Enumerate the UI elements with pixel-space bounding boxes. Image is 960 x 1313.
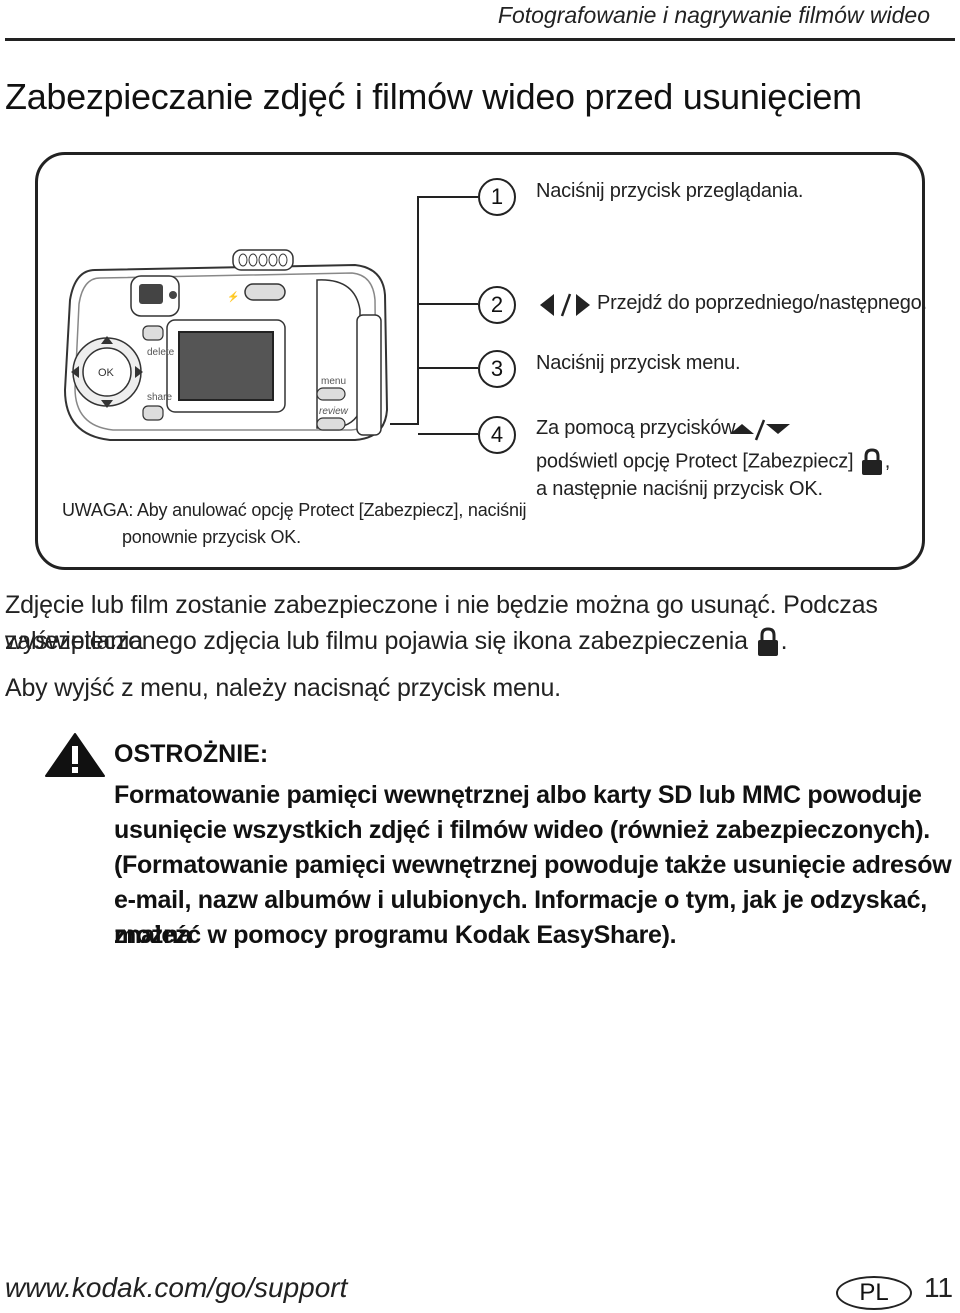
delete-button-label: delete — [147, 347, 175, 358]
menu-button-label: menu — [321, 376, 346, 387]
page-number: 11 — [924, 1272, 954, 1303]
step-4-protect-text: podświetl opcję Protect [Zabezpiecz] — [536, 450, 854, 473]
step-2-text: Przejdź do poprzedniego/następnego. — [597, 292, 927, 314]
note-line-1: UWAGA: Aby anulować opcję Protect [Zabez… — [62, 500, 527, 520]
body-paragraph-1-line-1: Zdjęcie lub film zostanie zabezpieczone … — [5, 591, 878, 655]
review-button-label: review — [319, 406, 349, 417]
camera-illustration: ⚡ OK delete share menu review — [63, 249, 389, 441]
lock-icon — [861, 448, 882, 475]
header-divider — [5, 38, 955, 41]
language-badge: PL — [836, 1276, 912, 1310]
warning-icon — [45, 733, 105, 777]
body-paragraph-2: Aby wyjść z menu, należy nacisnąć przyci… — [5, 674, 561, 702]
lock-icon — [757, 627, 778, 657]
left-arrow-icon — [540, 294, 554, 316]
support-url: www.kodak.com/go/support — [5, 1272, 348, 1303]
caution-line-2: usunięcie wszystkich zdjęć i filmów wide… — [114, 816, 930, 844]
caution-line-4: e-mail, nazw albumów i ulubionych. Infor… — [114, 886, 927, 949]
step-1-number: 1 — [478, 178, 516, 216]
step-4-text-line1: Za pomocą przycisków — [536, 417, 736, 439]
svg-text:⚡: ⚡ — [227, 290, 239, 303]
step-4-comma: , — [884, 450, 891, 473]
ok-button-label: OK — [98, 367, 115, 379]
instruction-panel — [35, 152, 925, 570]
step-4-text-line3: a następnie naciśnij przycisk OK. — [536, 478, 823, 500]
leader-lines — [390, 196, 478, 435]
step-1-text: Naciśnij przycisk przeglądania. — [536, 180, 804, 202]
body-paragraph-1-end: . — [780, 627, 788, 655]
caution-line-3: (Formatowanie pamięci wewnętrznej powodu… — [114, 851, 952, 879]
note-line-2: ponownie przycisk OK. — [122, 527, 301, 547]
right-arrow-icon — [576, 294, 590, 316]
left-right-arrow-icons — [536, 292, 594, 318]
body-paragraph-1-line-2: zabezpieczonego zdjęcia lub filmu pojawi… — [5, 623, 788, 659]
caution-line-1: Formatowanie pamięci wewnętrznej albo ka… — [114, 781, 922, 809]
up-arrow-icon — [730, 424, 754, 434]
body-paragraph-1-line-2-text: zabezpieczonego zdjęcia lub filmu pojawi… — [5, 627, 748, 655]
step-3-number: 3 — [478, 350, 516, 388]
step-2-number: 2 — [478, 286, 516, 324]
page-title: Zabezpieczanie zdjęć i filmów wideo prze… — [5, 76, 862, 117]
section-header-title: Fotografowanie i nagrywanie filmów wideo — [497, 2, 930, 28]
up-down-arrow-icons — [728, 418, 792, 447]
step-4-number: 4 — [478, 416, 516, 454]
step-3-text: Naciśnij przycisk menu. — [536, 352, 741, 374]
caution-line-5: znaleźć w pomocy programu Kodak EasyShar… — [114, 921, 677, 949]
caution-title: OSTROŻNIE: — [114, 740, 269, 768]
step-4-text-line2: podświetl opcję Protect [Zabezpiecz] , — [536, 448, 890, 476]
share-button-label: share — [147, 392, 172, 403]
down-arrow-icon — [766, 424, 790, 434]
